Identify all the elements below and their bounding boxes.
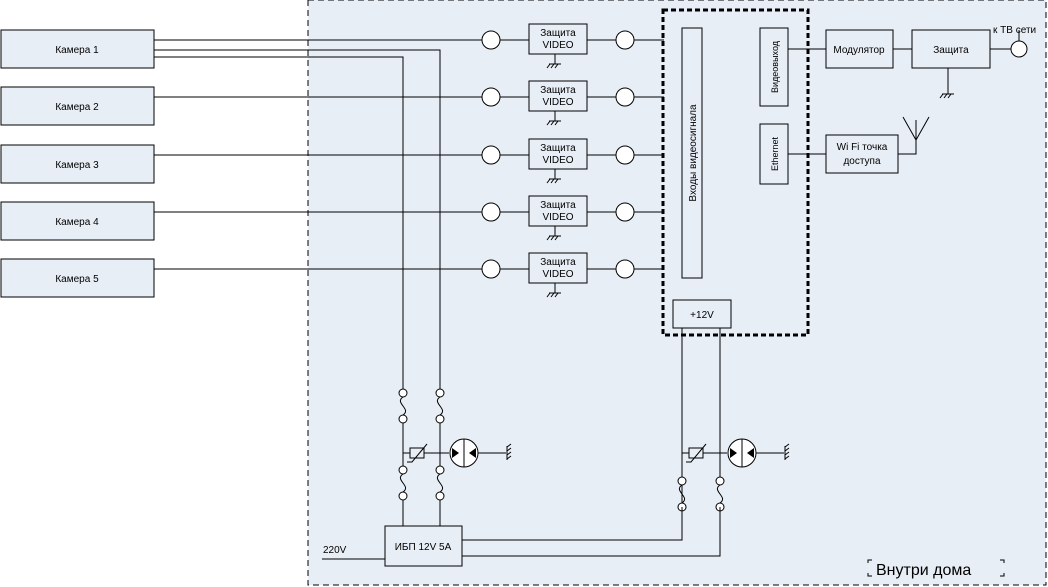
svg-text:VIDEO: VIDEO <box>542 40 573 51</box>
connector-icon <box>481 145 501 165</box>
connector-icon <box>615 145 635 165</box>
video-recorder: Входы видеосигнала Видеовыход Ethernet +… <box>661 8 810 337</box>
video-line-4 <box>154 202 664 222</box>
power-input-12v: +12V <box>672 299 732 329</box>
video-line-3 <box>154 145 664 165</box>
svg-text:Ethernet: Ethernet <box>770 136 780 171</box>
video-output-port: Видеовыход <box>759 27 789 107</box>
connector-icon <box>481 30 501 50</box>
svg-text:Защита: Защита <box>540 85 576 96</box>
svg-text:Входы видеосигнала: Входы видеосигнала <box>688 104 699 202</box>
camera-3: Камера 3 <box>0 144 155 184</box>
svg-text:Wi Fi точка: Wi Fi точка <box>837 142 888 153</box>
video-protector-4: Защита VIDEO <box>528 195 588 241</box>
tv-protection: Защита <box>911 29 991 99</box>
svg-text:+12V: +12V <box>690 310 714 321</box>
svg-text:доступа: доступа <box>843 156 881 167</box>
mains-label: 220V <box>323 545 347 556</box>
video-line-2 <box>154 87 664 107</box>
svg-text:VIDEO: VIDEO <box>542 212 573 223</box>
camera-1: Камера 1 <box>0 29 155 69</box>
video-protector-5: Защита VIDEO <box>528 252 588 298</box>
connector-icon <box>615 202 635 222</box>
antenna-icon <box>898 116 930 155</box>
camera-4: Камера 4 <box>0 201 155 241</box>
video-line-5 <box>154 259 664 279</box>
video-protector-1: Защита VIDEO <box>528 23 588 69</box>
svg-text:Видеовыход: Видеовыход <box>770 40 780 93</box>
connector-icon <box>481 259 501 279</box>
camera-label: Камера 1 <box>55 45 99 56</box>
video-protector-2: Защита VIDEO <box>528 80 588 126</box>
wifi-access-point: Wi Fi точка доступа <box>825 134 899 174</box>
video-line-1 <box>154 30 664 50</box>
tv-network-label: к ТВ сети <box>993 25 1036 36</box>
camera-2: Камера 2 <box>0 86 155 126</box>
camera-label: Камера 2 <box>55 102 99 113</box>
inside-house-zone <box>307 0 1047 586</box>
video-protector-3: Защита VIDEO <box>528 138 588 184</box>
svg-text:Защита: Защита <box>540 143 576 154</box>
varistor-icon <box>407 443 428 463</box>
gas-discharger-icon <box>727 438 757 468</box>
svg-text:Защита: Защита <box>540 257 576 268</box>
connector-icon <box>615 87 635 107</box>
gas-discharger-icon <box>449 438 479 468</box>
connector-icon <box>615 259 635 279</box>
svg-text:VIDEO: VIDEO <box>542 269 573 280</box>
svg-text:Модулятор: Модулятор <box>833 45 885 56</box>
modulator: Модулятор <box>825 29 894 69</box>
connector-icon <box>481 202 501 222</box>
svg-text:Защита: Защита <box>933 45 969 56</box>
video-inputs-block: Входы видеосигнала <box>681 27 703 279</box>
svg-text:VIDEO: VIDEO <box>542 155 573 166</box>
ups: ИБП 12V 5A <box>384 525 463 567</box>
svg-text:VIDEO: VIDEO <box>542 97 573 108</box>
camera-label: Камера 5 <box>55 274 99 285</box>
camera-1-power-cable <box>154 56 404 389</box>
svg-text:ИБП 12V 5A: ИБП 12V 5A <box>395 542 452 553</box>
connector-icon <box>481 87 501 107</box>
svg-text:Защита: Защита <box>540 200 576 211</box>
zone-label: Внутри дома <box>867 559 1005 579</box>
varistor-icon <box>686 443 707 463</box>
ethernet-port: Ethernet <box>759 123 789 185</box>
camera-label: Камера 3 <box>55 160 99 171</box>
svg-text:Защита: Защита <box>540 28 576 39</box>
svg-text:Внутри дома: Внутри дома <box>876 562 971 579</box>
connector-icon <box>615 30 635 50</box>
camera-label: Камера 4 <box>55 217 99 228</box>
camera-1-power-cable <box>154 49 441 389</box>
camera-5: Камера 5 <box>0 258 155 298</box>
tv-connector-icon <box>1010 40 1028 58</box>
